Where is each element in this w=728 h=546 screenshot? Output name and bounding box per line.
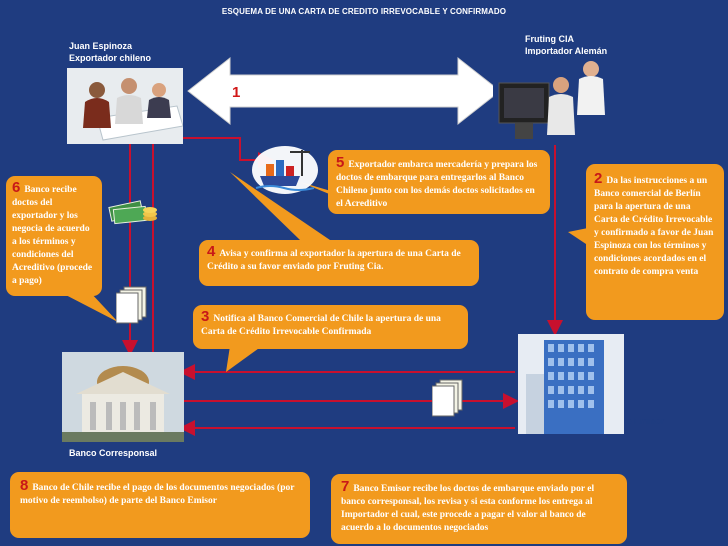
step-4-number: 4 xyxy=(207,243,215,260)
shipping-picture xyxy=(250,140,320,196)
exporter-office-picture xyxy=(67,68,183,144)
exporter-team-illustration xyxy=(67,68,183,144)
correspondent-bank-label: Banco Corresponsal xyxy=(69,447,157,459)
step-6-text: Banco recibe doctos del exportador y los… xyxy=(12,185,92,286)
document-stack-icon xyxy=(432,378,464,418)
importer-name: Fruting CIA xyxy=(525,33,607,45)
importer-label: Fruting CIA Importador Alemán xyxy=(525,33,607,57)
importer-team-illustration xyxy=(493,55,611,143)
correspondent-bank-building xyxy=(62,352,184,442)
step-7-text: Banco Emisor recibe los doctos de embarq… xyxy=(341,484,594,533)
exporter-label: Juan Espinoza Exportador chileno xyxy=(69,40,151,64)
ship-and-port-illustration xyxy=(250,140,320,196)
step-1-text: Contrato de compraventa Internacional xyxy=(244,89,430,100)
exporter-name: Juan Espinoza xyxy=(69,40,151,52)
step-3-number: 3 xyxy=(201,308,209,325)
step-5-text: Exportador embarca mercadería y prepara … xyxy=(336,160,537,209)
money-icon xyxy=(108,200,158,226)
cash-and-coins-icon xyxy=(108,200,158,226)
issuing-bank-building xyxy=(518,334,624,434)
step-8-text: Banco de Chile recibe el pago de los doc… xyxy=(20,483,294,506)
step-4-text: Avisa y confirma al exportador la apertu… xyxy=(207,249,461,272)
callout-6-tail xyxy=(60,292,118,322)
step-7-number: 7 xyxy=(341,478,349,495)
office-tower-icon xyxy=(518,334,624,434)
exporter-role: Exportador chileno xyxy=(69,52,151,64)
step-2-text: Da las instrucciones a un Banco comercia… xyxy=(594,176,713,277)
classical-building-icon xyxy=(62,352,184,442)
step-3-text: Notifica al Banco Comercial de Chile la … xyxy=(201,314,441,337)
documents-icon-middle xyxy=(432,378,464,418)
diagram-title: ESQUEMA DE UNA CARTA DE CREDITO IRREVOCA… xyxy=(0,7,728,16)
step-5-number: 5 xyxy=(336,154,344,171)
step-1-label: 1 Contrato de compraventa Internacional xyxy=(232,84,431,101)
callout-3-tail xyxy=(226,346,262,372)
step-2-number: 2 xyxy=(594,170,602,187)
document-stack-icon xyxy=(116,285,148,325)
step-1-number: 1 xyxy=(232,84,240,101)
documents-icon-left xyxy=(116,285,148,325)
importer-office-picture xyxy=(493,55,611,143)
step-8-number: 8 xyxy=(20,477,28,494)
step-6-number: 6 xyxy=(12,179,20,196)
